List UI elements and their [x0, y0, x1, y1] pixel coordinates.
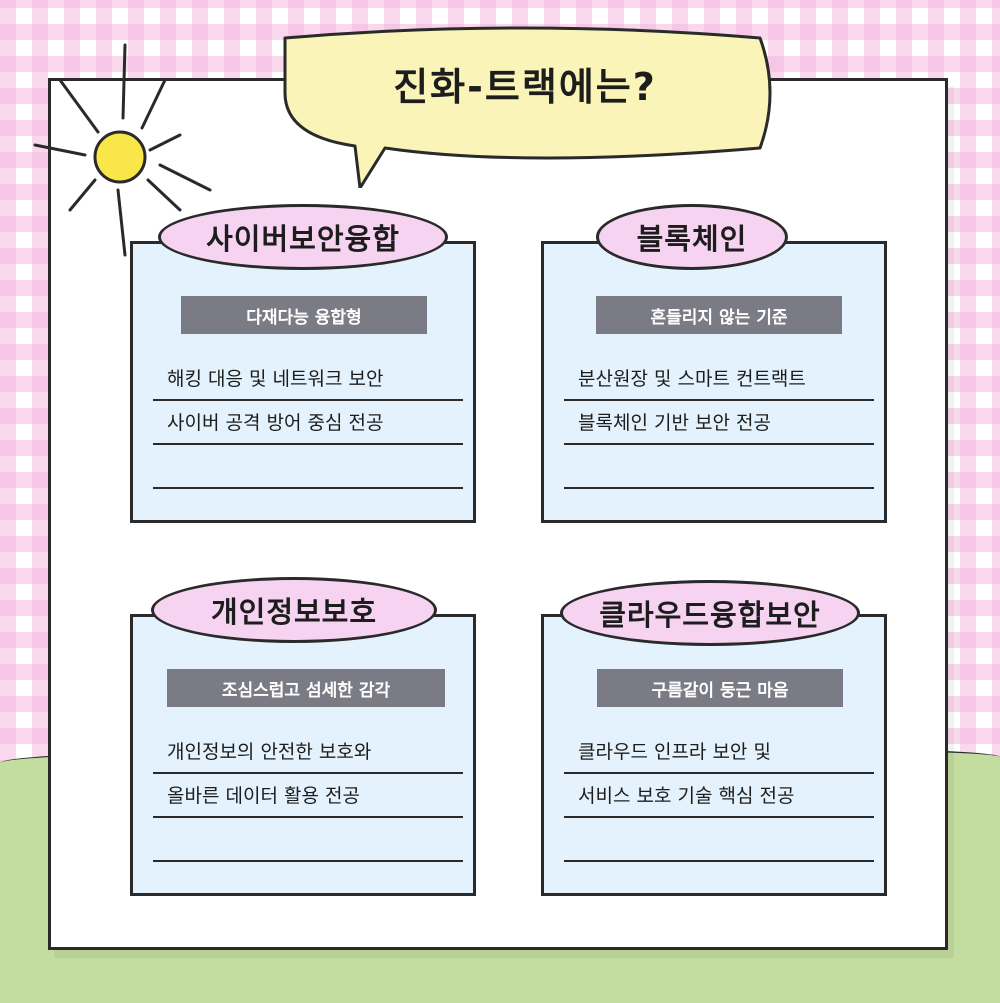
track-tagline: 구름같이 둥근 마음 [597, 669, 843, 707]
description-line: 블록체인 기반 보안 전공 [564, 401, 874, 445]
blank-line [564, 818, 874, 862]
track-card-privacy: 조심스럽고 섬세한 감각 개인정보의 안전한 보호와 올바른 데이터 활용 전공 [130, 614, 476, 896]
blank-line [153, 445, 463, 489]
sun-icon [33, 43, 212, 257]
track-tagline: 흔들리지 않는 기준 [596, 296, 842, 334]
blank-line [153, 818, 463, 862]
description-line: 사이버 공격 방어 중심 전공 [153, 401, 463, 445]
track-tagline: 조심스럽고 섬세한 감각 [167, 669, 445, 707]
page-title: 진화-트랙에는? [393, 65, 657, 109]
track-title-blockchain: 블록체인 [596, 204, 788, 270]
description-line: 분산원장 및 스마트 컨트랙트 [564, 357, 874, 401]
track-description: 해킹 대응 및 네트워크 보안 사이버 공격 방어 중심 전공 [153, 357, 463, 489]
description-line: 올바른 데이터 활용 전공 [153, 774, 463, 818]
track-card-blockchain: 흔들리지 않는 기준 분산원장 및 스마트 컨트랙트 블록체인 기반 보안 전공 [541, 241, 887, 523]
speech-bubble-icon [283, 26, 772, 190]
track-title-cloud-security: 클라우드융합보안 [560, 580, 860, 646]
description-line: 서비스 보호 기술 핵심 전공 [564, 774, 874, 818]
description-line: 해킹 대응 및 네트워크 보안 [153, 357, 463, 401]
description-line: 클라우드 인프라 보안 및 [564, 730, 874, 774]
title-speech-bubble: 진화-트랙에는? [265, 18, 780, 190]
description-line: 개인정보의 안전한 보호와 [153, 730, 463, 774]
track-card-cloud-security: 구름같이 둥근 마음 클라우드 인프라 보안 및 서비스 보호 기술 핵심 전공 [541, 614, 887, 896]
track-tagline: 다재다능 융합형 [181, 296, 427, 334]
track-description: 개인정보의 안전한 보호와 올바른 데이터 활용 전공 [153, 730, 463, 862]
track-description: 클라우드 인프라 보안 및 서비스 보호 기술 핵심 전공 [564, 730, 874, 862]
track-title-cyber-security: 사이버보안융합 [158, 204, 448, 270]
blank-line [564, 445, 874, 489]
track-description: 분산원장 및 스마트 컨트랙트 블록체인 기반 보안 전공 [564, 357, 874, 489]
track-card-cyber-security: 다재다능 융합형 해킹 대응 및 네트워크 보안 사이버 공격 방어 중심 전공 [130, 241, 476, 523]
track-title-privacy: 개인정보보호 [151, 577, 437, 643]
